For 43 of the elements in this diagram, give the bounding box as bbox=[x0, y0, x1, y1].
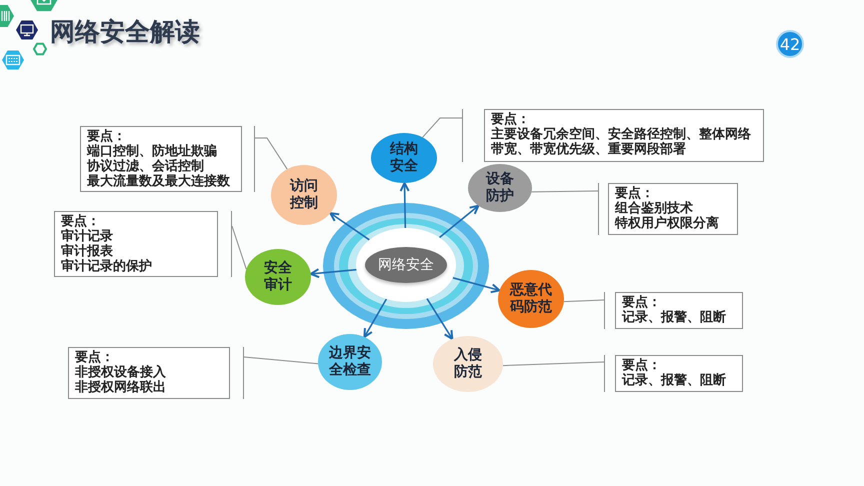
note-text: 非授权网络联出 bbox=[75, 380, 167, 395]
note-text: 特权用户权限分离 bbox=[615, 216, 720, 231]
note-text: 组合鉴别技术 bbox=[615, 201, 694, 216]
topic-circle: 设备防护 bbox=[468, 164, 532, 212]
topic-circle: 边界安全检查 bbox=[318, 334, 382, 390]
note-text: 审计记录的保护 bbox=[61, 259, 153, 274]
arrow bbox=[363, 298, 388, 338]
topic-circle: 恶意代码防范 bbox=[498, 270, 564, 328]
note-text: 协议过滤、会话控制 bbox=[87, 159, 204, 174]
title: 网络安全解读 bbox=[50, 16, 200, 48]
note-text: 端口控制、防地址欺骗 bbox=[87, 144, 218, 159]
arrow bbox=[426, 298, 454, 340]
note-text: 最大流量数及最大连接数 bbox=[87, 174, 231, 189]
leader-line bbox=[244, 356, 319, 364]
leader-line bbox=[531, 190, 598, 192]
leader-line bbox=[422, 118, 462, 138]
note-text: 审计记录 bbox=[61, 229, 114, 244]
note-heading: 要点： bbox=[87, 129, 127, 144]
topic-circle: 安全审计 bbox=[245, 249, 311, 305]
topic-circle: 结构安全 bbox=[371, 133, 437, 183]
arrow bbox=[310, 268, 356, 278]
arrow bbox=[400, 182, 410, 228]
arrow bbox=[439, 204, 480, 238]
note-heading: 要点： bbox=[61, 214, 101, 229]
page-number: 42 bbox=[776, 30, 804, 58]
note-heading: 要点： bbox=[622, 358, 662, 373]
note-text: 非授权设备接入 bbox=[75, 365, 167, 380]
note-heading: 要点： bbox=[75, 350, 115, 365]
note-text: 记录、报警、阻断 bbox=[622, 373, 727, 388]
center-ellipse: 网络安全 bbox=[365, 247, 447, 283]
topic-circle: 访问控制 bbox=[271, 165, 337, 225]
note-heading: 要点： bbox=[622, 295, 662, 310]
arrow bbox=[452, 277, 500, 294]
note-heading: 要点： bbox=[491, 112, 531, 127]
topic-circle: 入侵防范 bbox=[433, 336, 503, 392]
leader-line bbox=[254, 138, 288, 170]
note-text: 主要设备冗余空间、安全路径控制、整体网络带宽、带宽优先级、重要网段部署 bbox=[491, 127, 752, 157]
leader-line bbox=[232, 226, 247, 270]
leader-line bbox=[563, 300, 604, 302]
note-heading: 要点： bbox=[615, 186, 655, 201]
leader-line bbox=[502, 362, 604, 366]
note-text: 记录、报警、阻断 bbox=[622, 310, 727, 325]
note-text: 审计报表 bbox=[61, 244, 114, 259]
